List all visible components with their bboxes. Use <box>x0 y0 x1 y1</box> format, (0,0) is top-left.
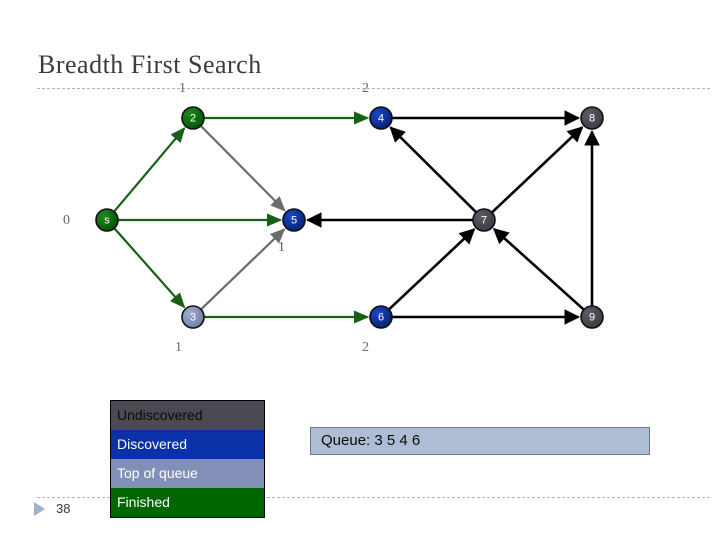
play-triangle-icon[interactable] <box>34 501 45 516</box>
graph-node-9[interactable]: 9 <box>580 305 604 329</box>
node-circle <box>95 208 119 232</box>
node-circle <box>580 305 604 329</box>
graph-edge <box>113 227 186 309</box>
node-circle <box>369 106 393 130</box>
legend-row-finished: Finished <box>111 488 264 517</box>
distance-label: 1 <box>175 340 182 355</box>
legend-row-discovered: Discovered <box>111 430 264 459</box>
graph-edge <box>388 228 476 311</box>
legend-row-top-of-queue: Top of queue <box>111 459 264 488</box>
queue-status-box: Queue: 3 5 4 6 <box>310 427 650 455</box>
graph-edge <box>200 228 286 310</box>
bottom-dashed-rule <box>37 497 710 498</box>
graph-edge <box>200 125 286 212</box>
edge-layer <box>113 110 600 325</box>
node-circle <box>282 208 306 232</box>
graph-node-3[interactable]: 3 <box>181 305 205 329</box>
graph-node-8[interactable]: 8 <box>580 106 604 130</box>
graph-node-7[interactable]: 7 <box>472 208 496 232</box>
distance-label: 2 <box>362 340 369 355</box>
distance-label: 1 <box>278 240 285 255</box>
node-circle <box>369 305 393 329</box>
graph-edge <box>113 126 186 212</box>
graph-node-4[interactable]: 4 <box>369 106 393 130</box>
distance-label: 0 <box>63 213 70 228</box>
legend-row-undiscovered: Undiscovered <box>111 401 264 430</box>
distance-label: 2 <box>362 81 369 96</box>
node-circle <box>181 305 205 329</box>
node-circle <box>181 106 205 130</box>
top-dashed-rule <box>37 88 710 89</box>
node-circle <box>472 208 496 232</box>
graph-edge <box>492 227 585 311</box>
slide-number: 38 <box>56 501 71 516</box>
distance-label: 1 <box>179 81 186 96</box>
bfs-graph: s 2 3 5 4 6 7 8 9 <box>95 106 604 329</box>
legend-box: Undiscovered Discovered Top of queue Fin… <box>110 400 265 518</box>
slide-footer: 38 <box>34 501 70 516</box>
page-title: Breadth First Search <box>38 50 262 79</box>
graph-node-s[interactable]: s <box>95 208 119 232</box>
node-circle <box>580 106 604 130</box>
graph-edge <box>389 126 477 213</box>
graph-node-5[interactable]: 5 <box>282 208 306 232</box>
graph-node-6[interactable]: 6 <box>369 305 393 329</box>
graph-node-2[interactable]: 2 <box>181 106 205 130</box>
graph-edge <box>491 126 584 214</box>
